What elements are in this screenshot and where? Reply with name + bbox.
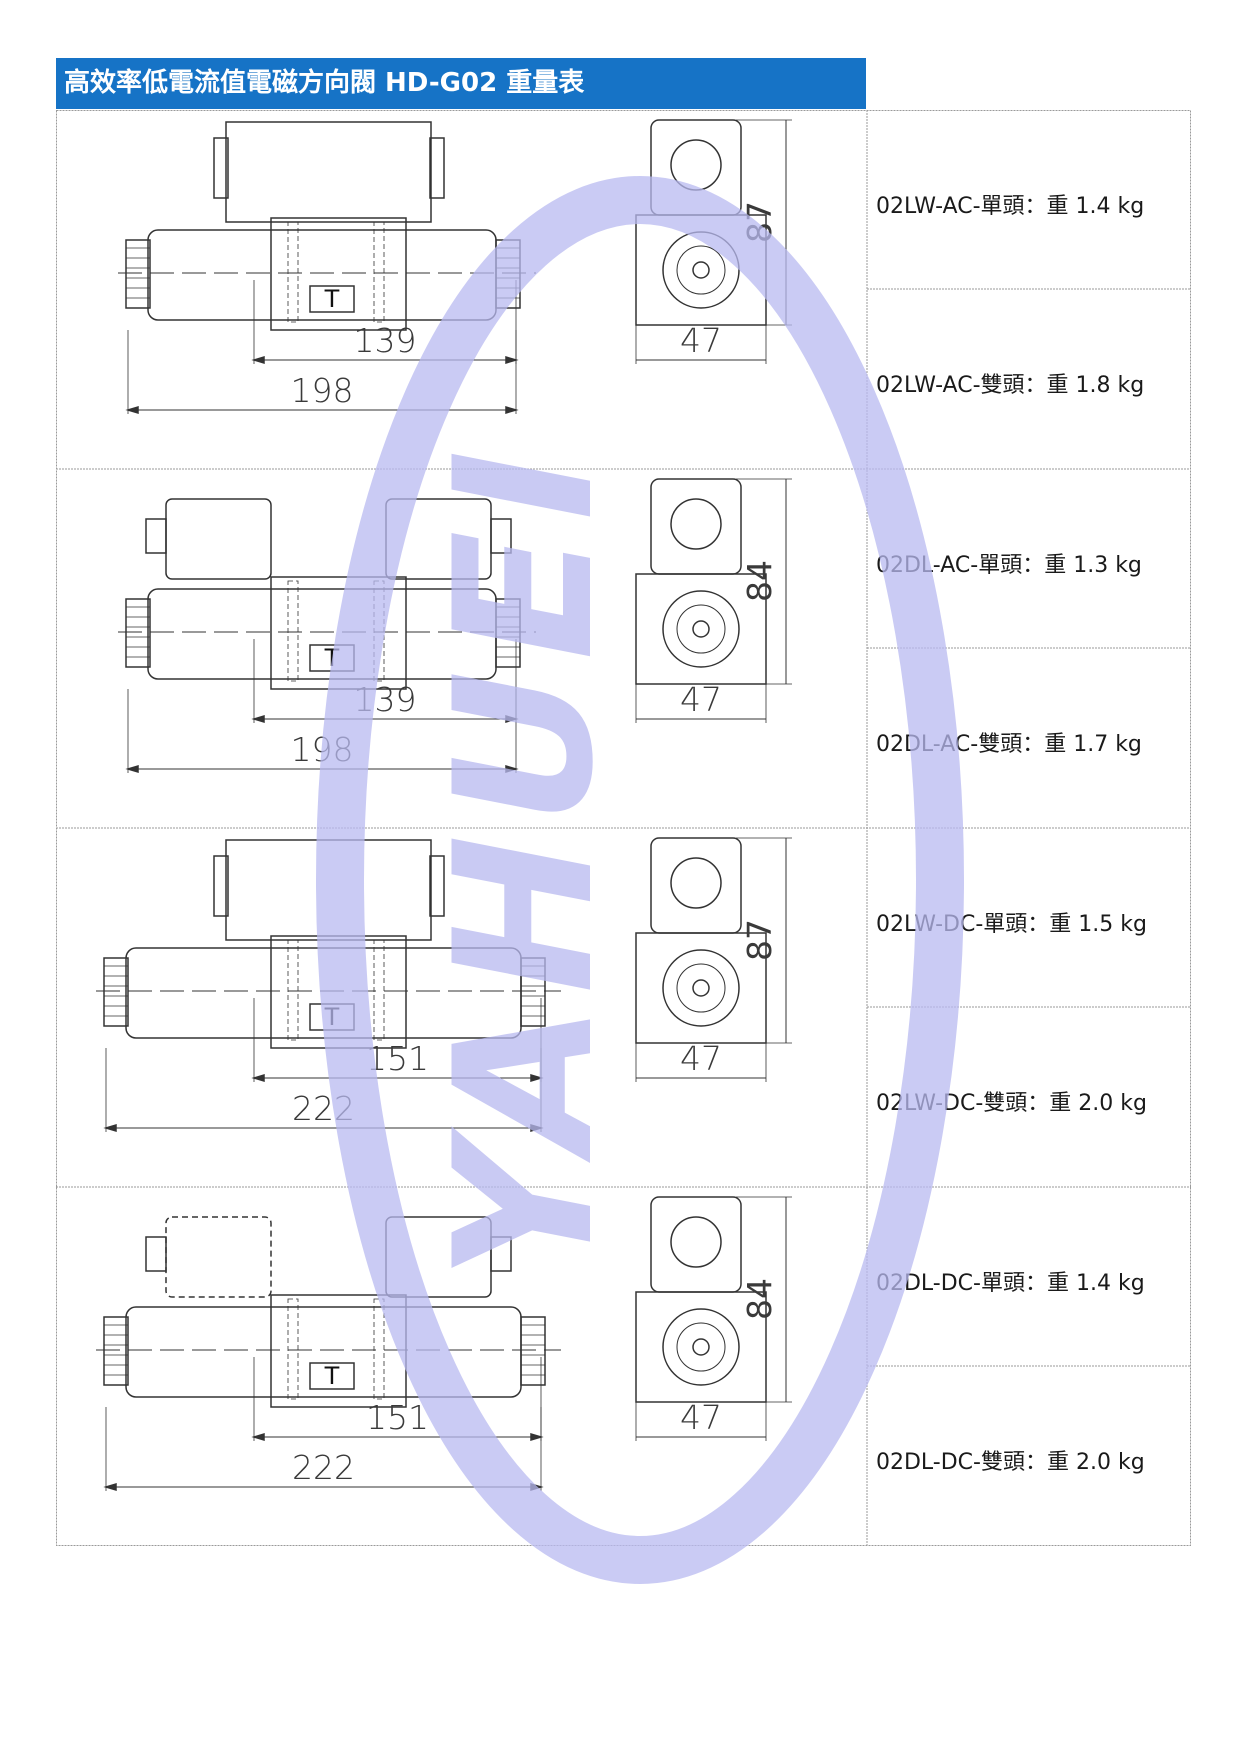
- dim-width: 47: [680, 1039, 722, 1078]
- weight-02dl-dc-single: 02DL-DC-單頭：重 1.4 kg: [876, 1271, 1145, 1296]
- dim-width: 47: [680, 321, 722, 360]
- din-connector-left: [165, 498, 272, 580]
- terminal-box: [225, 839, 432, 941]
- weight-02dl-dc-double: 02DL-DC-雙頭：重 2.0 kg: [876, 1450, 1145, 1475]
- side-view-connector: [650, 119, 742, 216]
- side-view-connector: [650, 478, 742, 575]
- manual-override-left: [125, 598, 151, 668]
- weight-02lw-dc-single: 02LW-DC-單頭：重 1.5 kg: [876, 912, 1147, 937]
- tank-port-label: T: [324, 1362, 340, 1390]
- din-connector-right: [385, 1216, 492, 1298]
- manual-override-left: [125, 239, 151, 309]
- dim-height: 87: [740, 919, 779, 961]
- side-view-connector: [650, 837, 742, 934]
- weight-02dl-ac-single: 02DL-AC-單頭：重 1.3 kg: [876, 553, 1142, 578]
- din-connector-right: [385, 498, 492, 580]
- weight-02lw-dc-double: 02LW-DC-雙頭：重 2.0 kg: [876, 1091, 1147, 1116]
- weight-02lw-ac-double: 02LW-AC-雙頭：重 1.8 kg: [876, 373, 1145, 398]
- valve-block: [270, 576, 407, 690]
- dim-body-length: 151: [366, 1039, 429, 1078]
- dim-height: 84: [740, 1278, 779, 1320]
- dim-body-length: 139: [354, 321, 417, 360]
- valve-block: [270, 935, 407, 1049]
- din-connector-left: [165, 1216, 272, 1298]
- manual-override-left: [103, 1316, 129, 1386]
- page-title: 高效率低電流值電磁方向閥 HD-G02 重量表: [56, 58, 866, 109]
- weight-02lw-ac-single: 02LW-AC-單頭：重 1.4 kg: [876, 194, 1145, 219]
- manual-override-left: [103, 957, 129, 1027]
- valve-block: [270, 217, 407, 331]
- tank-port-label: T: [324, 644, 340, 672]
- tank-port-label: T: [324, 285, 340, 313]
- dim-body-length: 139: [354, 680, 417, 719]
- dim-width: 47: [680, 1398, 722, 1437]
- valve-block: [270, 1294, 407, 1408]
- tank-port-label: T: [324, 1003, 340, 1031]
- side-view-flange: [662, 949, 740, 1027]
- side-view-connector: [650, 1196, 742, 1293]
- dim-height: 84: [740, 560, 779, 602]
- dim-total-length: 198: [291, 730, 354, 769]
- dim-body-length: 151: [366, 1398, 429, 1437]
- valve-drawing-02dl-dc: T 151 222 84 47: [96, 1196, 792, 1492]
- dim-total-length: 198: [291, 371, 354, 410]
- weight-02dl-ac-double: 02DL-AC-雙頭：重 1.7 kg: [876, 732, 1142, 757]
- side-view-flange: [662, 590, 740, 668]
- dim-width: 47: [680, 680, 722, 719]
- terminal-box: [225, 121, 432, 223]
- table-grid: T1391988747T1391988447T1512228747T151222…: [56, 110, 1191, 1546]
- side-view-flange: [662, 231, 740, 309]
- side-view-flange: [662, 1308, 740, 1386]
- dim-height: 87: [740, 201, 779, 243]
- dim-total-length: 222: [292, 1089, 355, 1128]
- dim-total-length: 222: [292, 1448, 355, 1487]
- valve-drawing-02lw-dc: T 151 222 87 47: [96, 837, 792, 1133]
